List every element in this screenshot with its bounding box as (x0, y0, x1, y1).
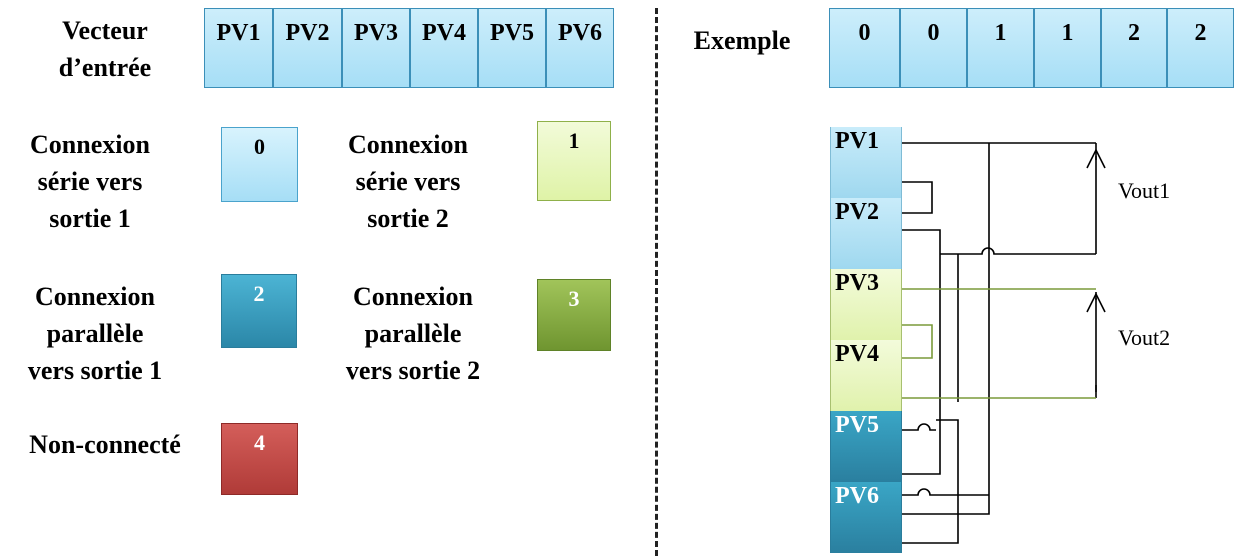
legend-disconnected-label: Non-connecté (29, 430, 181, 459)
panel-pv2: PV2 (830, 198, 902, 269)
input-vector-cell-pv2: PV2 (273, 8, 342, 88)
legend-series-output1-label: Connexion série vers sortie 1 (30, 130, 150, 233)
legend-parallel-output2-label: Connexion parallèle vers sortie 2 (345, 282, 481, 385)
example-vector-cell-1: 0 (829, 8, 900, 88)
wire-pv3-pv4-series-link (902, 324, 933, 359)
legend-parallel-output1-label: Connexion parallèle vers sortie 1 (27, 282, 163, 385)
vout2-arrow (1086, 292, 1106, 392)
wire-pv5-jump (902, 423, 936, 431)
panel-pv3: PV3 (830, 269, 902, 340)
example-vector-cell-4: 1 (1034, 8, 1101, 88)
black-wires (902, 142, 1106, 544)
dashed-divider (655, 8, 658, 556)
wire-pv1-pv2-series-link (902, 181, 933, 214)
input-vector-cell-pv1: PV1 (204, 8, 273, 88)
wire-rail-right (902, 143, 990, 515)
panel-pv6: PV6 (830, 482, 902, 553)
legend-parallel-output1-swatch: 2 (221, 274, 297, 348)
legend-parallel-output2-swatch: 3 (537, 279, 611, 351)
input-vector-cell-pv6: PV6 (546, 8, 614, 88)
legend-series-output2-swatch: 1 (537, 121, 611, 201)
wire-pv6-jump (902, 488, 989, 496)
input-vector-cell-pv3: PV3 (342, 8, 410, 88)
input-vector-cell-pv5: PV5 (478, 8, 546, 88)
vout1-arrow (1086, 148, 1106, 245)
panel-pv5: PV5 (830, 411, 902, 482)
panel-pv1: PV1 (830, 127, 902, 198)
example-vector-cell-2: 0 (900, 8, 967, 88)
wire-vout1-return (940, 247, 1096, 255)
legend-disconnected-swatch: 4 (221, 423, 298, 495)
input-vector-label: Vecteur d’entrée (58, 16, 152, 82)
vout2-label: Vout2 (1118, 325, 1171, 350)
example-vector-cell-3: 1 (967, 8, 1034, 88)
legend-series-output1-swatch: 0 (221, 127, 298, 202)
vout1-label: Vout1 (1118, 178, 1171, 203)
example-vector-cell-5: 2 (1101, 8, 1167, 88)
wire-pv6-bottom (902, 419, 959, 544)
input-vector-cell-pv4: PV4 (410, 8, 478, 88)
example-label: Exemple (693, 26, 791, 55)
panel-pv4: PV4 (830, 340, 902, 411)
example-vector-cell-6: 2 (1167, 8, 1234, 88)
wire-pv2-bus (902, 229, 941, 475)
legend-series-output2-label: Connexion série vers sortie 2 (348, 130, 468, 233)
green-wires (902, 288, 1096, 399)
